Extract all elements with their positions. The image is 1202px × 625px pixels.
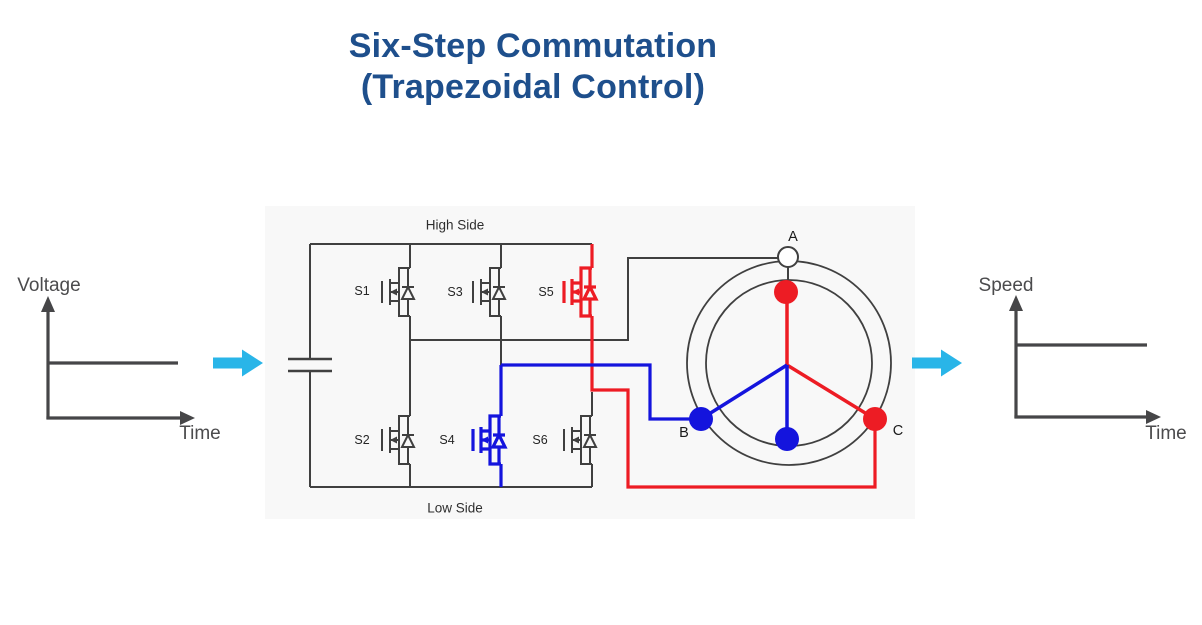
switch-s6-label: S6	[532, 433, 548, 447]
flow-arrow-right-icon	[912, 349, 962, 377]
circuit-panel	[265, 206, 915, 519]
speed-y-axis-arrow-icon	[1009, 295, 1023, 311]
output-speed-graph	[1009, 295, 1161, 424]
winding-a-dot	[774, 280, 798, 304]
voltage-y-axis-arrow-icon	[41, 296, 55, 312]
switch-s4-label: S4	[439, 433, 455, 447]
winding-b-dot	[775, 427, 799, 451]
title-line-2: (Trapezoidal Control)	[360, 68, 706, 106]
phase-c-red-path	[590, 244, 887, 489]
page-title: Six-Step Commutation (Trapezoidal Contro…	[0, 26, 1066, 108]
switch-s2-label: S2	[354, 433, 370, 447]
phase-b-wire	[501, 363, 695, 421]
voltage-axis-label: Voltage	[17, 275, 81, 296]
phase-c-wire	[590, 316, 877, 489]
input-time-axis-label: Time	[179, 423, 221, 444]
switch-s1-label: S1	[354, 284, 370, 298]
terminal-a-node	[777, 246, 799, 268]
terminal-b-dot	[689, 407, 713, 431]
speed-x-axis-arrow-icon	[1146, 410, 1161, 424]
terminal-c-dot	[863, 407, 887, 431]
terminal-b-label: B	[679, 425, 689, 441]
winding-b-lines	[700, 363, 789, 439]
low-side-label: Low Side	[427, 500, 483, 516]
inverter-wiring	[288, 243, 799, 488]
switch-s5-label: S5	[538, 285, 554, 299]
capacitor-icon	[288, 357, 332, 373]
voltage-x-axis-arrow-icon	[180, 411, 195, 425]
winding-a-c-lines	[785, 292, 876, 421]
flow-arrows	[213, 349, 962, 377]
terminal-a-label: A	[788, 229, 798, 245]
phase-a-wire	[410, 257, 778, 341]
speed-axis-label: Speed	[978, 275, 1034, 296]
phase-b-blue-path	[499, 363, 799, 487]
terminal-c-label: C	[892, 423, 904, 439]
input-voltage-graph	[41, 296, 195, 425]
high-side-label: High Side	[425, 217, 485, 233]
flow-arrow-left-icon	[213, 349, 263, 377]
switch-s3-label: S3	[447, 285, 463, 299]
title-line-1: Six-Step Commutation	[348, 27, 718, 65]
output-time-axis-label: Time	[1145, 423, 1187, 444]
